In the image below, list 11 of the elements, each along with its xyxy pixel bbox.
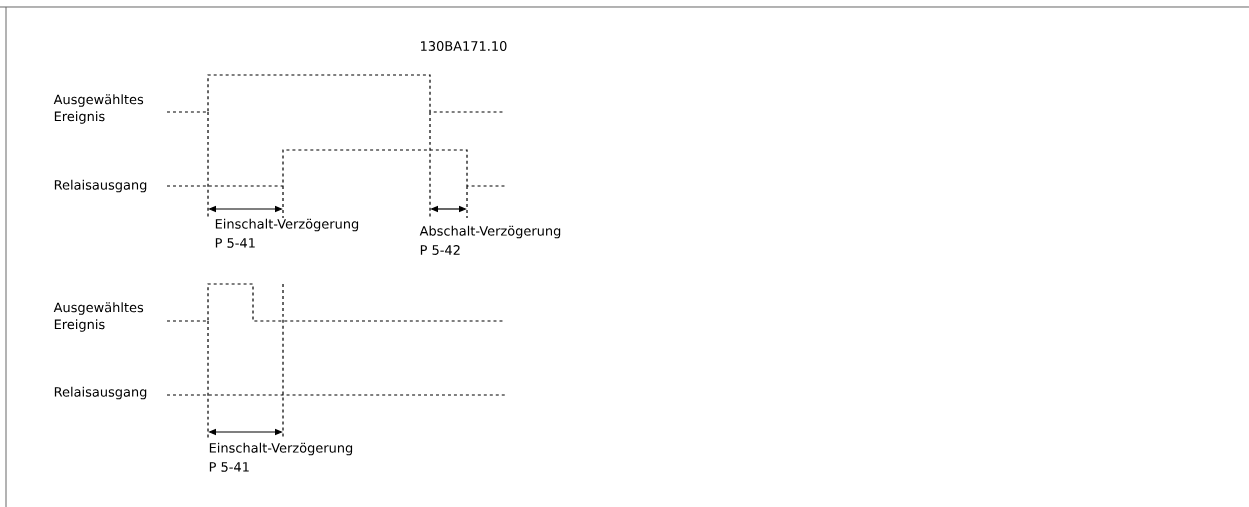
delay-label: Einschalt-Verzögerung [209, 442, 353, 456]
parameter-label: P 5-41 [209, 462, 249, 472]
code-label: 130BA171.10 [421, 41, 507, 51]
delay-label: Einschalt-Verzögerung [215, 218, 359, 232]
signal-label: Relaisausgang [54, 179, 147, 193]
parameter-label: P 5-42 [420, 245, 460, 255]
signal-label: Ausgewähltes Ereignis [53, 94, 144, 124]
signal-label: Ausgewähltes Ereignis [53, 302, 144, 332]
delay-label: Abschalt-Verzögerung [419, 225, 561, 239]
signal-label: Relaisausgang [54, 386, 147, 400]
parameter-label: P 5-41 [215, 238, 255, 248]
